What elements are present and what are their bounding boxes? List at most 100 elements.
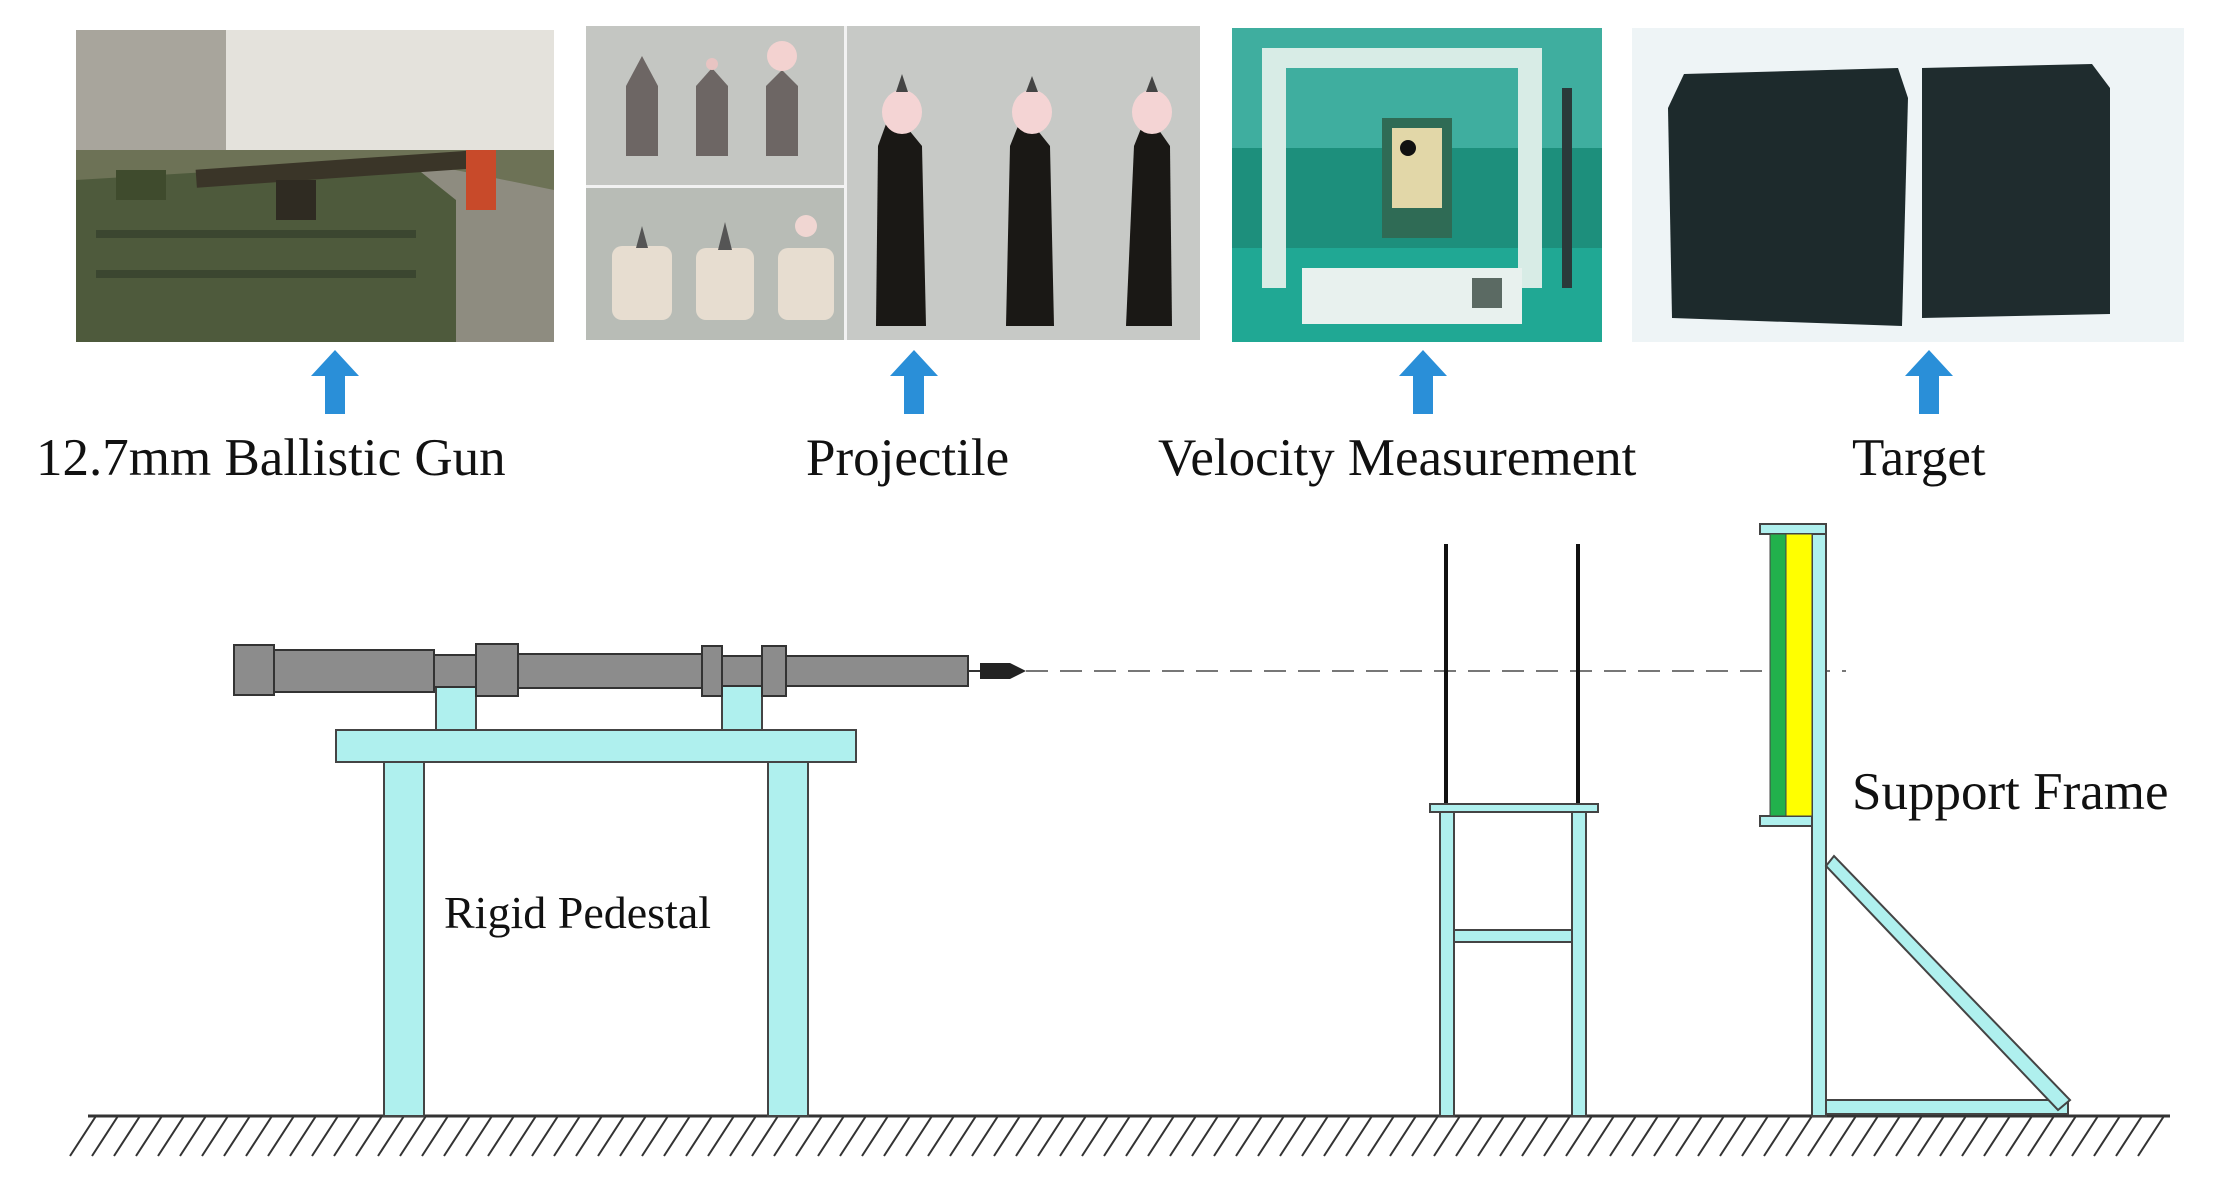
- hatch-line: [1829, 1115, 1857, 1157]
- hatch-line: [1015, 1115, 1043, 1157]
- hatch-line: [641, 1115, 669, 1157]
- hatch-line: [597, 1115, 625, 1157]
- hatch-line: [861, 1115, 889, 1157]
- hatch-line: [1499, 1115, 1527, 1157]
- hatch-line: [707, 1115, 735, 1157]
- arrow-up-icon: [311, 350, 359, 414]
- hatch-line: [1763, 1115, 1791, 1157]
- hatch-line: [1213, 1115, 1241, 1157]
- target-photo: [1632, 28, 2184, 342]
- hatch-line: [1367, 1115, 1395, 1157]
- hatch-line: [135, 1115, 163, 1157]
- hatch-line: [1851, 1115, 1879, 1157]
- hatch-line: [1125, 1115, 1153, 1157]
- hatch-line: [1697, 1115, 1725, 1157]
- projectile-photo: [586, 26, 1200, 340]
- caption-target: Target: [1852, 429, 1986, 487]
- hatch-line: [1037, 1115, 1065, 1157]
- hatch-line: [1103, 1115, 1131, 1157]
- hatch-line: [377, 1115, 405, 1157]
- hatch-line: [1961, 1115, 1989, 1157]
- hatch-line: [1587, 1115, 1615, 1157]
- hatch-line: [91, 1115, 119, 1157]
- hatch-line: [267, 1115, 295, 1157]
- hatch-line: [1235, 1115, 1263, 1157]
- hatch-line: [1807, 1115, 1835, 1157]
- velocity-photo: [1232, 28, 1602, 342]
- hatch-line: [993, 1115, 1021, 1157]
- label-support-frame: Support Frame: [1852, 763, 2169, 821]
- hatch-line: [69, 1115, 97, 1157]
- hatch-line: [1939, 1115, 1967, 1157]
- arrow-up-icon: [1399, 350, 1447, 414]
- hatch-line: [1719, 1115, 1747, 1157]
- hatch-line: [729, 1115, 757, 1157]
- arrow-up-icon: [890, 350, 938, 414]
- hatch-line: [883, 1115, 911, 1157]
- hatch-line: [355, 1115, 383, 1157]
- gun-photo: [76, 30, 554, 342]
- hatch-line: [971, 1115, 999, 1157]
- hatch-line: [1389, 1115, 1417, 1157]
- label-rigid-pedestal: Rigid Pedestal: [444, 887, 712, 938]
- hatch-line: [2027, 1115, 2055, 1157]
- hatch-line: [223, 1115, 251, 1157]
- arrow-up-icon: [1905, 350, 1953, 414]
- hatch-line: [1411, 1115, 1439, 1157]
- projectile-icon: [968, 663, 1026, 679]
- hatch-line: [1433, 1115, 1461, 1157]
- hatch-line: [619, 1115, 647, 1157]
- hatch-line: [1323, 1115, 1351, 1157]
- hatch-line: [1631, 1115, 1659, 1157]
- hatch-line: [1257, 1115, 1285, 1157]
- hatch-line: [663, 1115, 691, 1157]
- caption-ballistic-gun: 12.7mm Ballistic Gun: [36, 429, 506, 487]
- hatch-line: [751, 1115, 779, 1157]
- hatch-line: [1983, 1115, 2011, 1157]
- hatch-line: [1917, 1115, 1945, 1157]
- hatch-line: [1301, 1115, 1329, 1157]
- hatch-line: [795, 1115, 823, 1157]
- caption-projectile: Projectile: [806, 429, 1010, 487]
- hatch-line: [685, 1115, 713, 1157]
- hatch-line: [2093, 1115, 2121, 1157]
- hatch-line: [1785, 1115, 1813, 1157]
- velocity-stand: [1429, 544, 1599, 1117]
- hatch-line: [773, 1115, 801, 1157]
- hatch-line: [839, 1115, 867, 1157]
- hatch-line: [333, 1115, 361, 1157]
- hatch-line: [1477, 1115, 1505, 1157]
- hatch-line: [1169, 1115, 1197, 1157]
- hatch-line: [509, 1115, 537, 1157]
- hatch-line: [1147, 1115, 1175, 1157]
- hatch-line: [1675, 1115, 1703, 1157]
- hatch-line: [2005, 1115, 2033, 1157]
- hatch-line: [1059, 1115, 1087, 1157]
- hatch-line: [553, 1115, 581, 1157]
- hatch-line: [1741, 1115, 1769, 1157]
- hatch-line: [421, 1115, 449, 1157]
- hatch-line: [443, 1115, 471, 1157]
- hatch-line: [1081, 1115, 1109, 1157]
- hatch-line: [2137, 1115, 2165, 1157]
- hatch-line: [905, 1115, 933, 1157]
- hatch-line: [1609, 1115, 1637, 1157]
- hatch-line: [487, 1115, 515, 1157]
- hatch-line: [245, 1115, 273, 1157]
- support-frame: [1759, 523, 2072, 1117]
- hatch-line: [1895, 1115, 1923, 1157]
- hatch-line: [927, 1115, 955, 1157]
- hatch-line: [1565, 1115, 1593, 1157]
- hatch-line: [1191, 1115, 1219, 1157]
- hatch-line: [531, 1115, 559, 1157]
- hatch-line: [1653, 1115, 1681, 1157]
- hatch-line: [465, 1115, 493, 1157]
- hatch-line: [399, 1115, 427, 1157]
- hatch-line: [1455, 1115, 1483, 1157]
- hatch-line: [1345, 1115, 1373, 1157]
- hatch-line: [179, 1115, 207, 1157]
- hatch-line: [817, 1115, 845, 1157]
- hatch-line: [575, 1115, 603, 1157]
